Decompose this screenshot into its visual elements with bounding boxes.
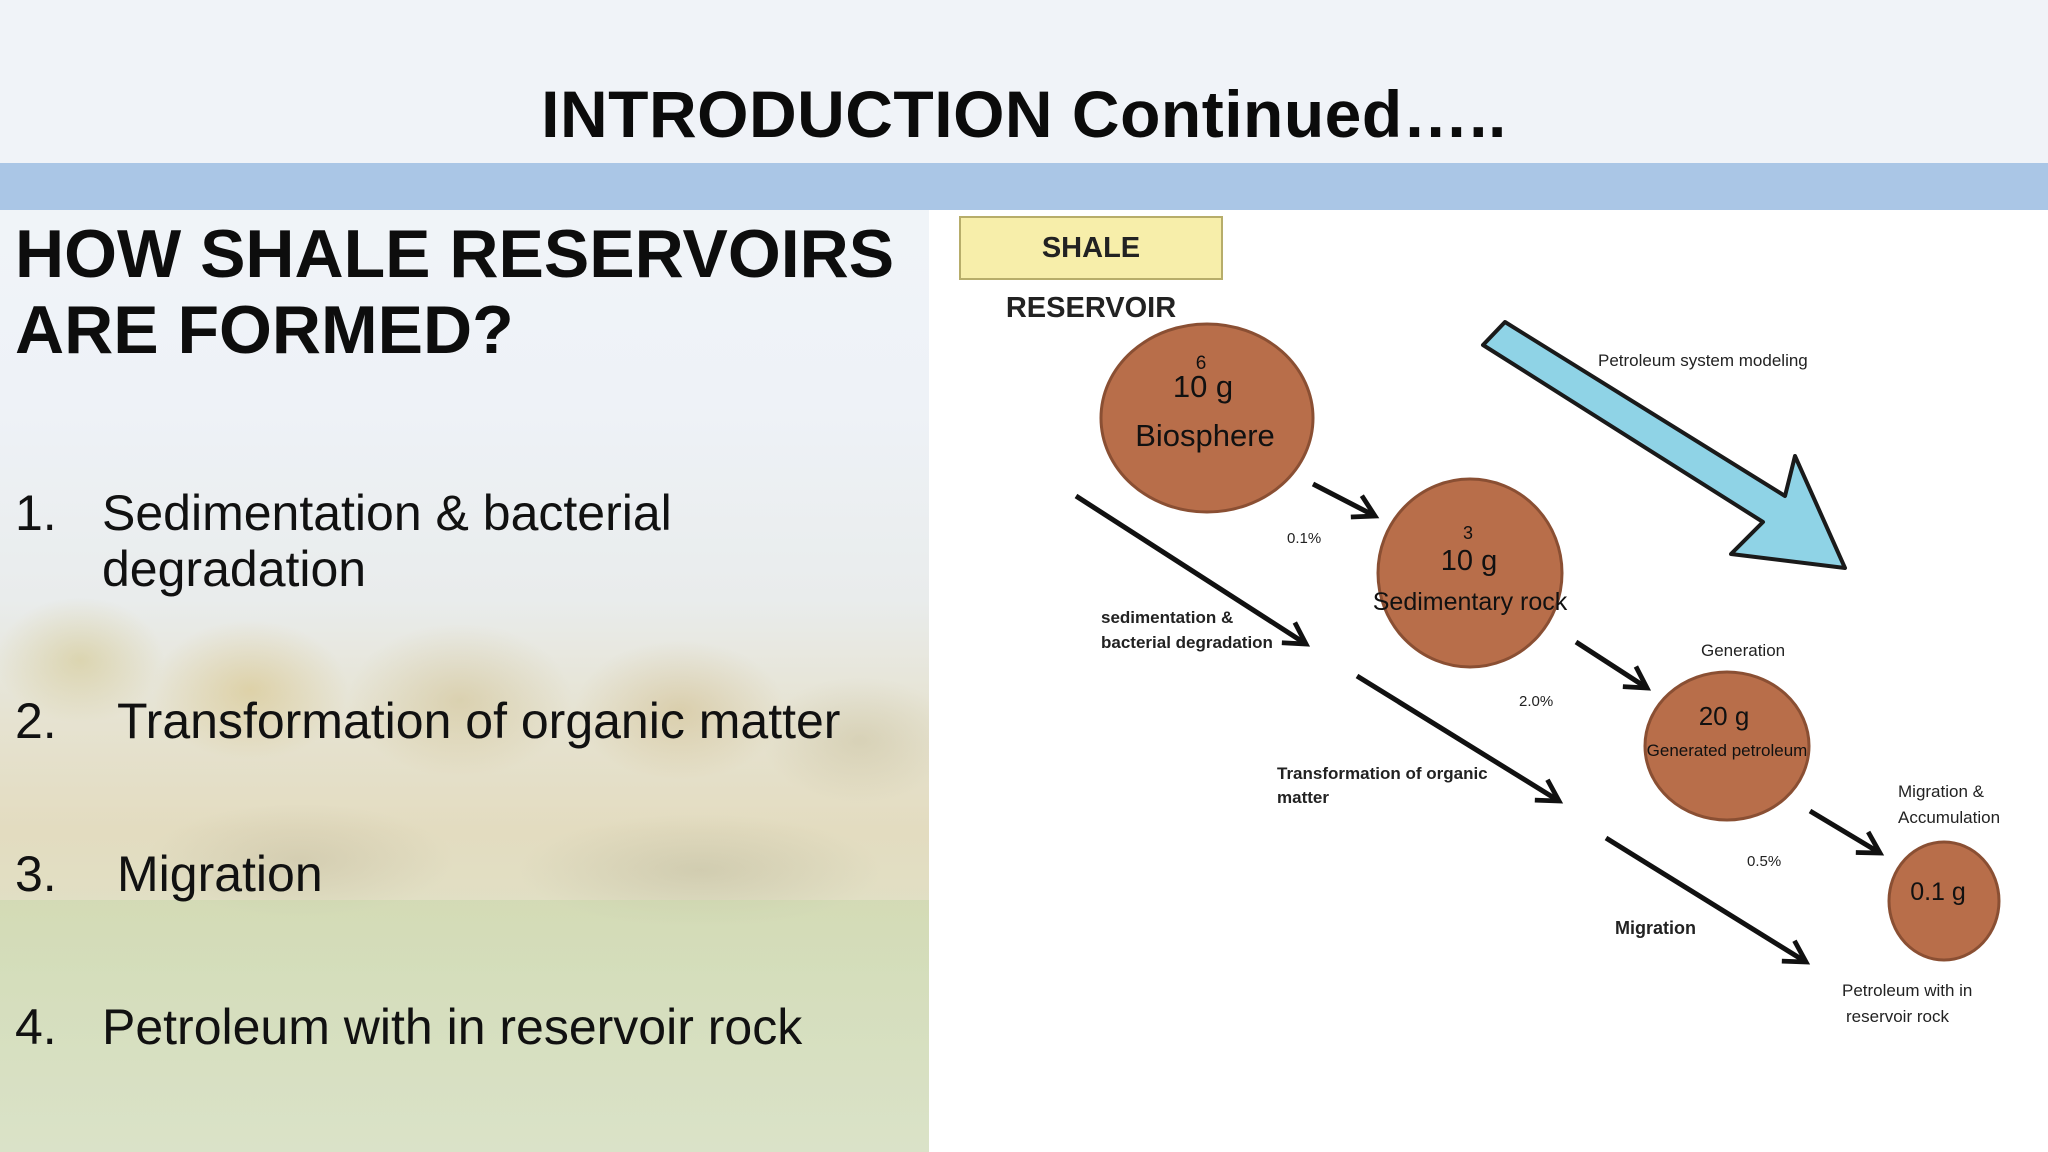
list-text: Migration — [117, 846, 323, 902]
node-mass: 10 g — [1173, 369, 1233, 404]
flow-arrow — [1808, 808, 1885, 856]
petroleum-reservoir-label: Petroleum with in — [1842, 981, 1972, 1000]
node-name: Sedimentary rock — [1373, 588, 1568, 616]
list-number: 4. — [15, 999, 57, 1055]
heading-line-1: HOW SHALE RESERVOIRS — [15, 216, 895, 292]
petroleum-reservoir-label-continued: reservoir rock — [1846, 1007, 1949, 1026]
accent-band — [0, 163, 2048, 210]
node-exponent: 6 — [1196, 353, 1207, 374]
percentage-label: 2.0% — [1519, 693, 1553, 710]
list-text: Transformation of organic matter — [117, 693, 841, 749]
flow-arrow — [1574, 639, 1652, 691]
node-name: Biosphere — [1135, 418, 1275, 453]
list-text: Sedimentation & bacterial — [102, 485, 672, 541]
percentage-label: 0.5% — [1747, 853, 1781, 870]
node-biosphere: 6 10 g Biosphere — [1099, 322, 1315, 514]
percentage-label: 0.1% — [1287, 530, 1321, 547]
sedimentation-label: sedimentation & — [1101, 608, 1233, 627]
migration-accumulation-label-continued: Accumulation — [1898, 808, 2000, 827]
petroleum-system-modeling-arrow — [1481, 320, 1847, 570]
shale-reservoir-label: SHALE RESERVOIR — [959, 216, 1223, 324]
big-arrow-label: Petroleum system modeling — [1598, 351, 1808, 370]
node-mass: 0.1 g — [1910, 878, 1966, 906]
migration-accumulation-label: Migration & — [1898, 782, 1985, 801]
process-arrow-transformation — [1355, 673, 1564, 804]
node-generated-petroleum: 20 g Generated petroleum — [1643, 670, 1811, 822]
flow-arrow — [1311, 481, 1380, 520]
process-arrow-sedimentation — [1074, 493, 1311, 647]
sedimentation-label-continued: bacterial degradation — [1101, 633, 1273, 652]
node-sedimentary-rock: 3 10 g Sedimentary rock — [1373, 477, 1568, 669]
section-heading: HOW SHALE RESERVOIRS ARE FORMED? — [15, 216, 915, 368]
process-arrow-migration — [1604, 835, 1811, 965]
background-field — [0, 900, 930, 1152]
transformation-label: Transformation of organic — [1277, 764, 1488, 783]
diagram-panel — [929, 210, 2048, 1152]
node-mass: 20 g — [1699, 701, 1750, 731]
node-reservoir: 0.1 g — [1887, 840, 2001, 962]
transformation-label-continued: matter — [1277, 788, 1329, 807]
slide-title: INTRODUCTION Continued….. — [541, 77, 1507, 151]
list-text: Petroleum with in reservoir rock — [102, 999, 803, 1055]
heading-line-2: ARE FORMED? — [15, 292, 514, 368]
node-name: Generated petroleum — [1647, 741, 1808, 760]
migration-label: Migration — [1615, 918, 1696, 938]
list-number: 2. — [15, 693, 57, 749]
list-number: 3. — [15, 846, 57, 902]
list-number: 1. — [15, 485, 57, 541]
generation-label: Generation — [1701, 641, 1785, 660]
node-mass: 10 g — [1441, 545, 1497, 577]
list-text-continued: degradation — [102, 541, 367, 597]
title-bar — [0, 0, 2048, 163]
node-exponent: 3 — [1463, 523, 1473, 543]
